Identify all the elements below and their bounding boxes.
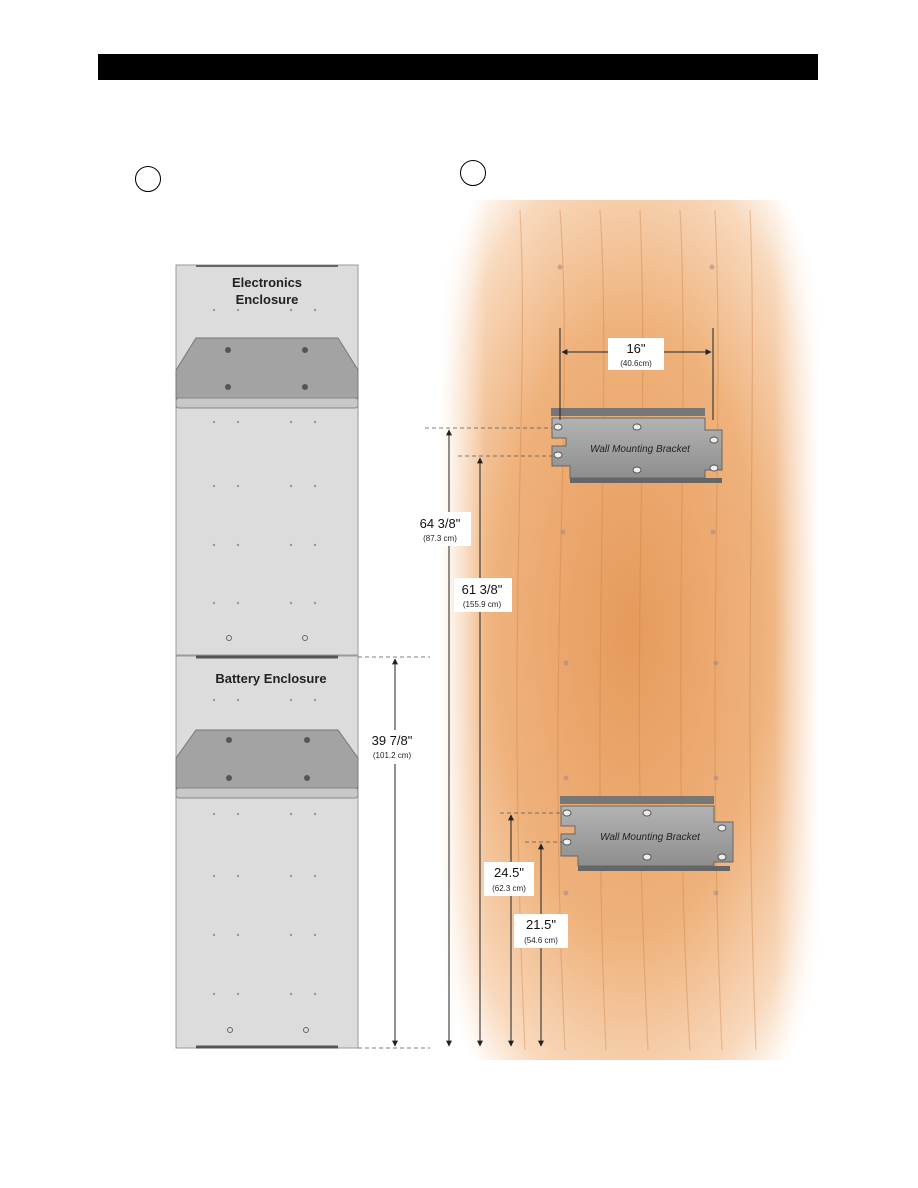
dim-label-d2: 61 3/8" (155.9 cm) — [454, 578, 512, 612]
width-sub-text: (40.6cm) — [620, 359, 652, 368]
svg-text:(54.6 cm): (54.6 cm) — [524, 936, 558, 945]
reference-lines — [358, 427, 562, 1049]
wood-wall — [440, 200, 820, 1060]
electronics-title-line1: Electronics — [232, 275, 302, 290]
upper-wall-bracket: Wall Mounting Bracket — [551, 408, 723, 483]
battery-title: Battery Enclosure — [215, 671, 326, 686]
lower-bracket-label: Wall Mounting Bracket — [600, 832, 701, 843]
upper-bracket-label: Wall Mounting Bracket — [590, 444, 691, 455]
svg-text:(101.2 cm): (101.2 cm) — [373, 751, 412, 760]
dim-label-d1: 64 3/8" (87.3 cm) — [413, 512, 471, 546]
width-main-text: 16" — [626, 341, 645, 356]
electronics-enclosure: Electronics Enclosure — [175, 264, 359, 656]
svg-text:(62.3 cm): (62.3 cm) — [492, 884, 526, 893]
svg-text:24.5": 24.5" — [494, 865, 524, 880]
electronics-title-line2: Enclosure — [236, 292, 299, 307]
dim-label-d4: 24.5" (62.3 cm) — [484, 862, 534, 896]
svg-text:(87.3 cm): (87.3 cm) — [423, 534, 457, 543]
lower-wall-bracket: Wall Mounting Bracket — [560, 796, 734, 871]
battery-enclosure: Battery Enclosure — [175, 655, 359, 1049]
width-dimension: 16" (40.6cm) — [559, 328, 714, 420]
svg-text:61 3/8": 61 3/8" — [462, 582, 503, 597]
step-circle-right — [460, 160, 486, 186]
dim-label-d5: 21.5" (54.6 cm) — [514, 914, 568, 948]
step-circle-left — [135, 166, 161, 192]
section-header-bar — [98, 54, 818, 80]
dim-label-d3: 39 7/8" (101.2 cm) — [364, 730, 422, 764]
svg-text:64 3/8": 64 3/8" — [420, 516, 461, 531]
svg-text:21.5": 21.5" — [526, 917, 556, 932]
svg-text:(155.9 cm): (155.9 cm) — [463, 600, 502, 609]
svg-text:39 7/8": 39 7/8" — [372, 733, 413, 748]
